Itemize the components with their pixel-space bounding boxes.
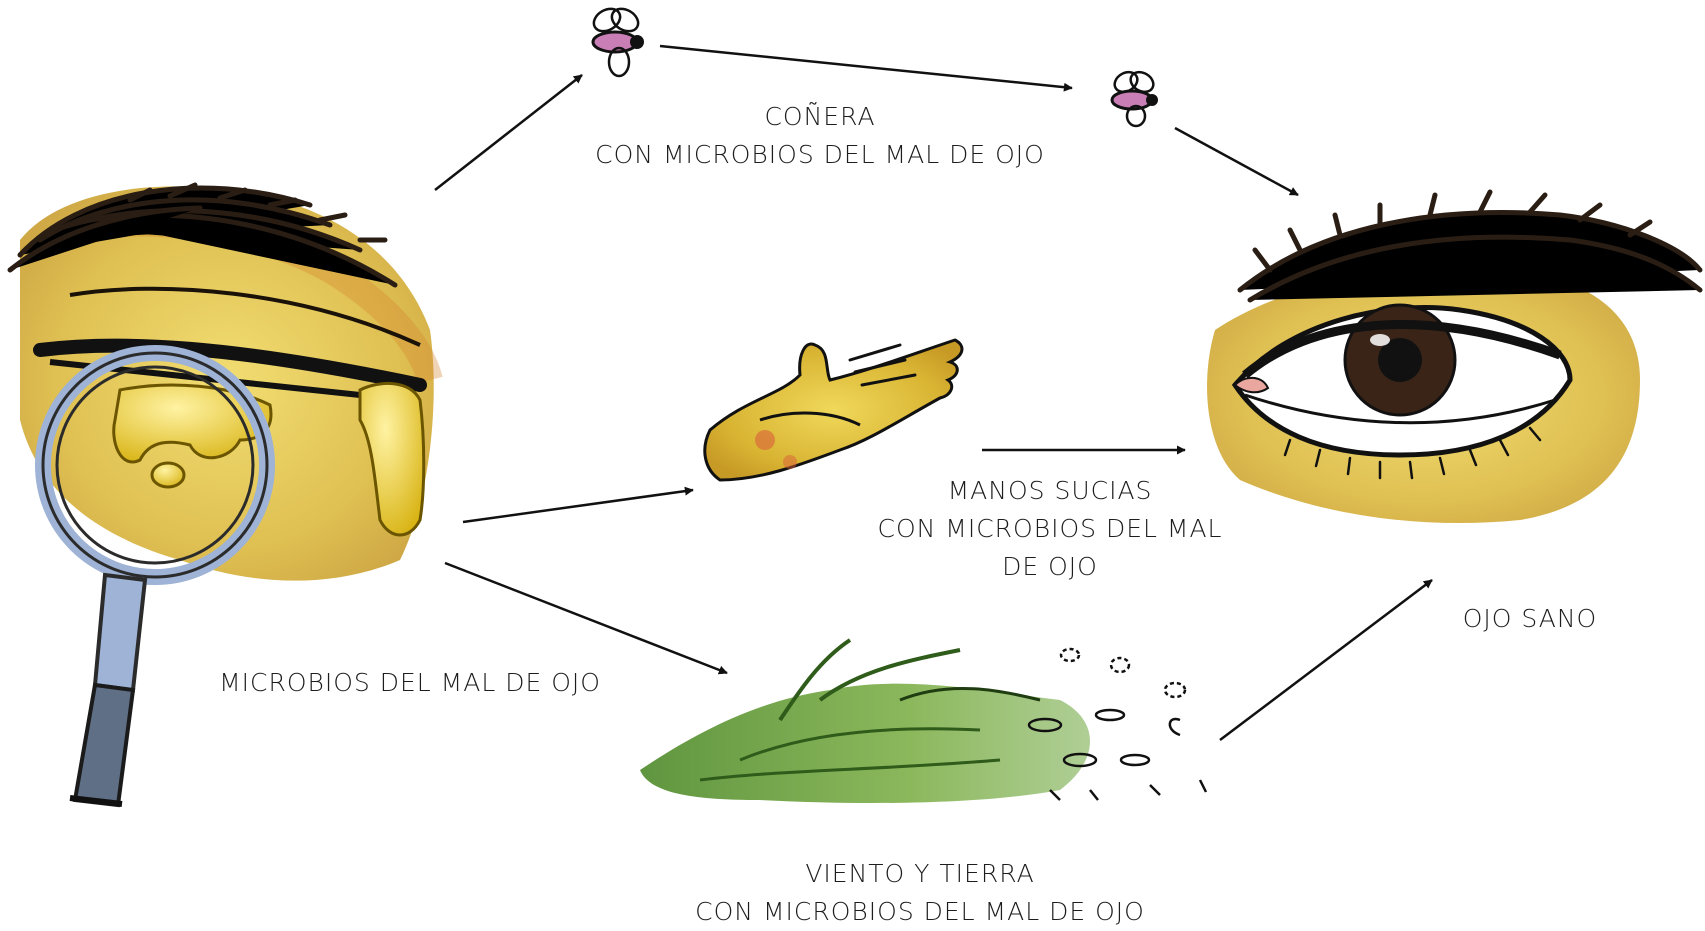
hands-label-line3: DE OJO [1002,552,1098,581]
arrow-eye-to-hand [462,486,694,524]
healthy-eye-label-text: OJO SANO [1462,604,1598,633]
healthy-eye-illustration [1207,189,1703,524]
fly-icon-left [591,7,644,78]
hands-label-line2: CON MICROBIOS DEL MAL [877,514,1223,543]
flies-label-line2: CON MICROBIOS DEL MAL DE OJO [595,140,1045,169]
hands-label-line1: MANOS SUCIAS [947,476,1153,505]
eyebrow-strokes [7,182,398,288]
hands-label: MANOS SUCIAS CON MICROBIOS DEL MAL DE OJ… [820,472,1280,586]
flies-label: COÑERA CON MICROBIOS DEL MAL DE OJO [560,98,1080,174]
fly-icon-right [1110,70,1158,128]
arrow-eye-to-wind [444,561,728,675]
source-label-text: MICROBIOS DEL MAL DE OJO [219,668,601,697]
arrow-wind-to-healthy-eye [1219,579,1433,741]
healthy-eye-label: OJO SANO [1420,600,1640,638]
wind-label-line2: CON MICROBIOS DEL MAL DE OJO [695,897,1145,926]
wind-label-line1: VIENTO Y TIERRA [805,859,1035,888]
wind-dirt-illustration [640,638,1208,803]
magnifying-glass-icon [35,345,275,808]
wind-label: VIENTO Y TIERRA CON MICROBIOS DEL MAL DE… [650,855,1190,931]
dust-particles [1027,647,1208,801]
source-label: MICROBIOS DEL MAL DE OJO [190,664,630,702]
infected-eye-illustration [7,182,443,808]
dirty-hand-illustration [703,338,964,482]
arrow-fly-to-healthy-eye [1174,126,1299,197]
flies-label-line1: COÑERA [764,102,876,131]
healthy-eyebrow-strokes [1237,189,1703,303]
arrow-fly-to-fly [659,44,1073,92]
arrow-eye-to-fly [434,74,583,191]
transmission-arrows [434,44,1433,741]
